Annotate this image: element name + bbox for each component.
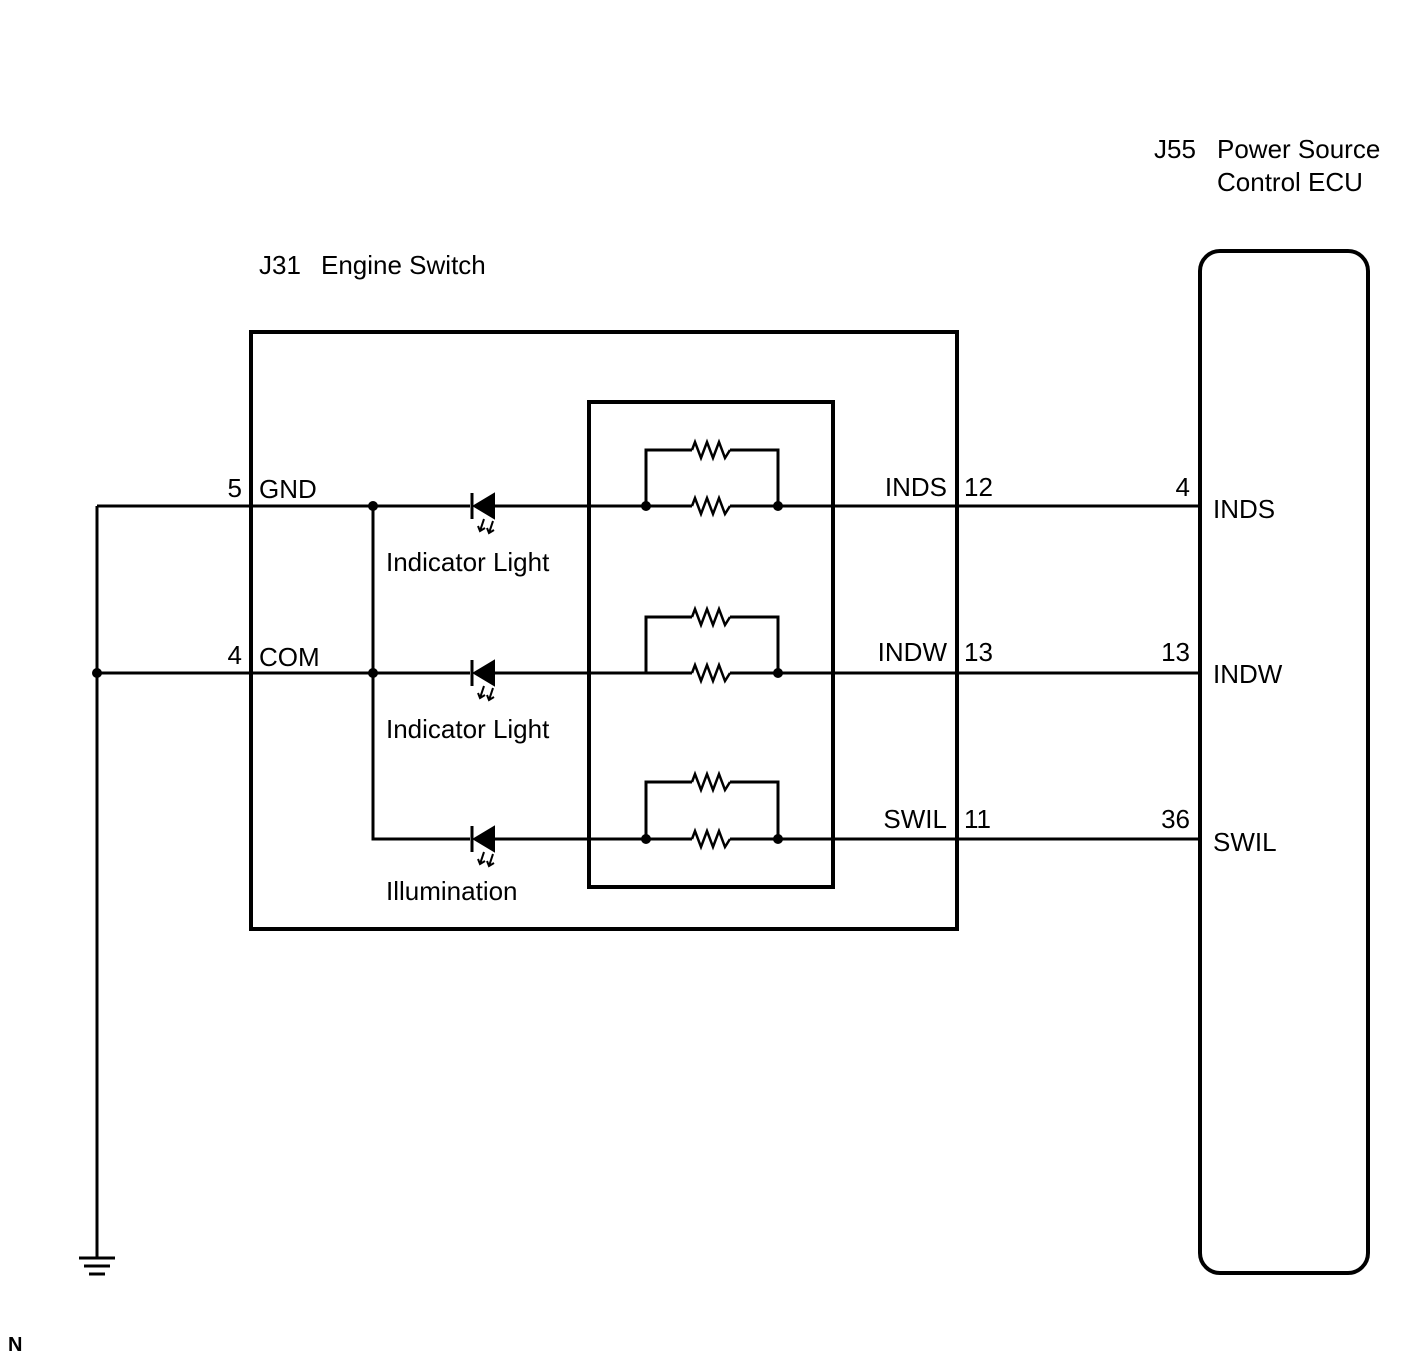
resistor-icon <box>690 605 732 629</box>
engine-switch-box <box>249 330 959 931</box>
led-icon <box>470 492 495 535</box>
resistor-network-box <box>587 400 835 889</box>
row-swil <box>470 770 1200 868</box>
lamp-label: Illumination <box>386 876 518 906</box>
ecu-box <box>1198 249 1370 1275</box>
row-inds <box>470 438 1200 535</box>
resistor-icon <box>690 827 732 851</box>
row-indw <box>470 605 1200 702</box>
com-pin-number: 4 <box>228 640 242 670</box>
resistor-icon <box>690 494 732 518</box>
switch-pin-number: 13 <box>964 637 993 667</box>
wire <box>644 780 780 839</box>
ground-symbol-icon <box>79 1256 115 1276</box>
gnd-pin-name: GND <box>259 474 317 504</box>
ecu-code: J55 <box>1154 134 1196 164</box>
resistor-icon <box>690 661 732 685</box>
resistor-icon <box>690 770 732 794</box>
junction-dot <box>641 834 651 844</box>
switch-pin-name: SWIL <box>883 804 947 834</box>
gnd-pin-number: 5 <box>228 473 242 503</box>
wire <box>644 615 780 673</box>
lamp-label: Indicator Light <box>386 714 550 744</box>
ecu-pin-name: SWIL <box>1213 827 1277 857</box>
ground-junction <box>92 668 102 678</box>
led-icon <box>470 659 495 702</box>
ecu-pin-name: INDW <box>1213 659 1283 689</box>
junction-dot <box>773 501 783 511</box>
junction-dot <box>641 501 651 511</box>
led-icon <box>470 825 495 868</box>
resistor-icon <box>690 438 732 462</box>
switch-code: J31 <box>259 250 301 280</box>
com-pin-name: COM <box>259 642 320 672</box>
ecu-pin-number: 4 <box>1176 472 1190 502</box>
lamp-label: Indicator Light <box>386 547 550 577</box>
switch-pin-number: 11 <box>964 804 991 834</box>
junction-dot <box>368 668 378 678</box>
internal-common-bus <box>371 506 470 841</box>
junction-dot <box>773 668 783 678</box>
ecu-pin-number: 36 <box>1161 804 1190 834</box>
ecu-name-line2: Control ECU <box>1217 167 1363 197</box>
switch-pin-number: 12 <box>964 472 993 502</box>
wire <box>644 448 780 506</box>
switch-pin-name: INDW <box>878 637 948 667</box>
switch-name: Engine Switch <box>321 250 486 280</box>
ecu-name-line1: Power Source <box>1217 134 1380 164</box>
junction-dot <box>368 501 378 511</box>
junction-dot <box>773 834 783 844</box>
ecu-pin-number: 13 <box>1161 637 1190 667</box>
switch-pin-name: INDS <box>885 472 947 502</box>
footer-mark: N <box>8 1334 22 1356</box>
ecu-pin-name: INDS <box>1213 494 1275 524</box>
